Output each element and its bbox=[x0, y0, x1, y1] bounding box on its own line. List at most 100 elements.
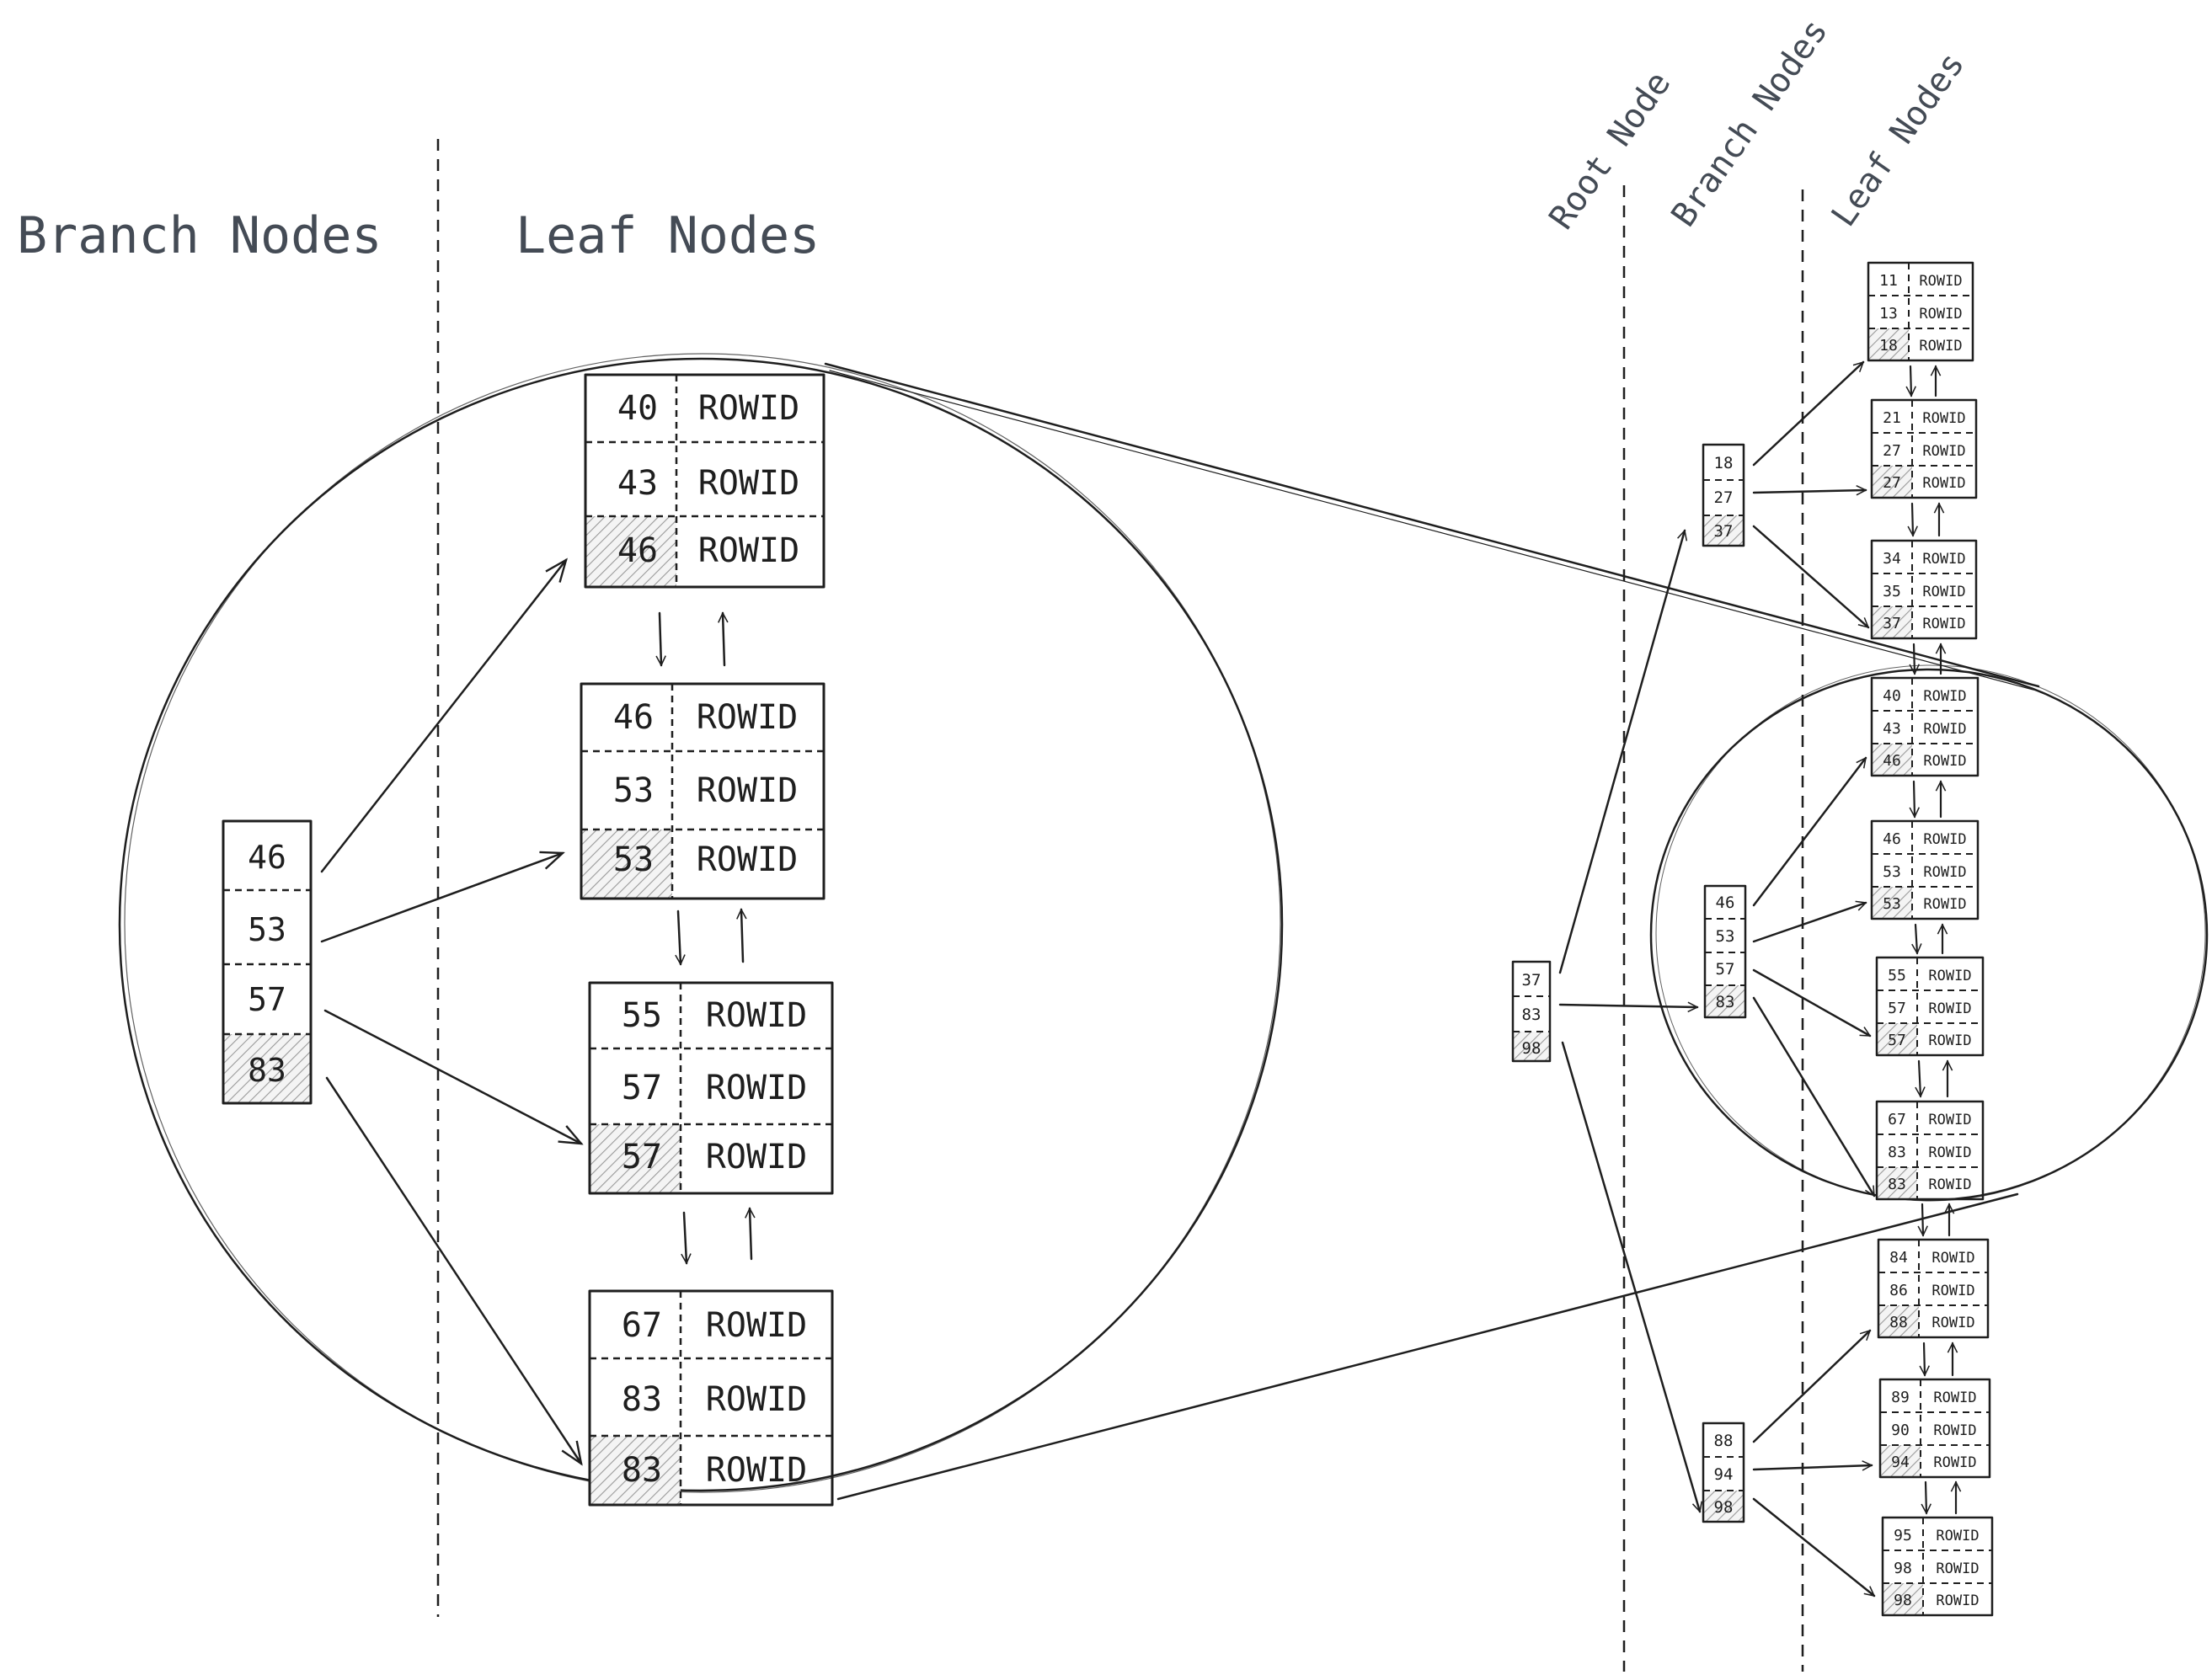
branch-arrow bbox=[1752, 360, 1863, 467]
zoom-leaf-node: 55 57 57 ROWID ROWID ROWID bbox=[588, 981, 834, 1195]
branch-node: 88 94 98 bbox=[1702, 1422, 1745, 1523]
leaf-next-arrow bbox=[1919, 1059, 1921, 1096]
leaf-key: 89 bbox=[1891, 1389, 1910, 1406]
zoom-leaf-rowid: ROWID bbox=[697, 698, 798, 737]
root-arrow bbox=[1558, 531, 1685, 974]
branch-nodes-heading: Branch Nodes bbox=[1664, 13, 1835, 234]
leaf-key: 37 bbox=[1883, 615, 1901, 632]
zoom-leaf-key: 53 bbox=[613, 771, 654, 810]
zoom-leaf-node: 40 43 46 ROWID ROWID ROWID bbox=[584, 373, 825, 589]
leaf-rowid: ROWID bbox=[1923, 688, 1966, 705]
leaf-key: 86 bbox=[1889, 1282, 1908, 1299]
tree-sibling-arrows bbox=[1910, 366, 1956, 1513]
leaf-rowid: ROWID bbox=[1923, 896, 1966, 913]
branch-arrow bbox=[1752, 1329, 1872, 1443]
branch-key: 18 bbox=[1714, 454, 1734, 472]
leaf-next-arrow bbox=[1915, 923, 1917, 953]
branch-arrows bbox=[1752, 360, 1876, 1598]
leaf-rowid: ROWID bbox=[1928, 1144, 1971, 1161]
branch-arrow bbox=[1752, 490, 1866, 493]
leaf-node: 11 13 18 ROWID ROWID ROWID bbox=[1867, 261, 1974, 362]
leaf-rowid: ROWID bbox=[1928, 1000, 1971, 1017]
branch-key: 94 bbox=[1714, 1465, 1734, 1484]
leaf-rowid: ROWID bbox=[1922, 551, 1965, 568]
zoom-prev-arrow bbox=[750, 1208, 751, 1261]
branch-key: 27 bbox=[1714, 488, 1734, 507]
leaf-rowid: ROWID bbox=[1922, 475, 1965, 492]
leaf-key: 21 bbox=[1883, 409, 1901, 427]
leaf-key: 83 bbox=[1888, 1144, 1906, 1161]
leaf-next-arrow bbox=[1924, 1342, 1925, 1375]
zoom-branch-arrows bbox=[320, 560, 581, 1464]
leaf-rowid: ROWID bbox=[1922, 584, 1965, 600]
leaf-rowid: ROWID bbox=[1922, 616, 1965, 632]
focus-ellipse-sketch bbox=[1655, 664, 2206, 1202]
zoom-branch-hatch bbox=[223, 1034, 311, 1103]
leaf-key: 46 bbox=[1883, 752, 1901, 770]
leaf-key: 35 bbox=[1883, 583, 1901, 600]
branch-key: 37 bbox=[1714, 522, 1734, 541]
leaf-node: 95 98 98 ROWID ROWID ROWID bbox=[1881, 1516, 1994, 1617]
leaf-rowid: ROWID bbox=[1919, 273, 1962, 290]
leaf-key: 13 bbox=[1879, 305, 1898, 323]
zoom-connector-top bbox=[824, 362, 2040, 688]
zoom-leaf-rowid: ROWID bbox=[698, 464, 799, 503]
zoom-next-arrow bbox=[684, 1211, 687, 1263]
branch-arrow bbox=[1752, 968, 1870, 1038]
leaf-key: 94 bbox=[1891, 1454, 1910, 1471]
zoom-branch-key: 57 bbox=[248, 981, 286, 1018]
leaf-key: 98 bbox=[1894, 1560, 1912, 1577]
zoom-branch-node: 46 53 57 83 bbox=[222, 819, 313, 1105]
leaf-next-arrow bbox=[1910, 365, 1911, 396]
tree-leaves: 11 13 18 ROWID ROWID ROWID 21 27 27 ROWI… bbox=[1867, 261, 1994, 1617]
zoom-leaf-node: 46 53 53 ROWID ROWID ROWID bbox=[580, 682, 825, 900]
root-node: 37 83 98 bbox=[1511, 960, 1552, 1063]
root-node-heading: Root Node bbox=[1542, 65, 1679, 237]
leaf-key: 57 bbox=[1888, 1000, 1906, 1017]
branch-key: 57 bbox=[1716, 960, 1735, 979]
leaf-rowid: ROWID bbox=[1933, 1390, 1976, 1406]
leaf-rowid: ROWID bbox=[1923, 864, 1966, 881]
branch-arrow bbox=[1752, 1465, 1872, 1470]
leaf-key: 88 bbox=[1889, 1314, 1908, 1331]
zoom-next-arrow bbox=[678, 910, 681, 964]
leaf-node: 55 57 57 ROWID ROWID ROWID bbox=[1875, 956, 1985, 1057]
zoom-branch-heading: Branch Nodes bbox=[17, 206, 382, 265]
leaf-rowid: ROWID bbox=[1931, 1283, 1974, 1299]
zoom-ellipse-sketch bbox=[124, 353, 1281, 1493]
branch-key: 46 bbox=[1716, 894, 1735, 912]
branch-arrow bbox=[1752, 996, 1876, 1196]
leaf-key: 46 bbox=[1883, 830, 1901, 848]
zoom-leaf-key: 67 bbox=[622, 1306, 662, 1345]
leaf-rowid: ROWID bbox=[1922, 410, 1965, 427]
zoom-branch-key: 46 bbox=[248, 839, 286, 876]
zoom-leaf-rowid: ROWID bbox=[706, 1306, 807, 1345]
leaf-key: 53 bbox=[1883, 895, 1901, 913]
leaf-rowid: ROWID bbox=[1919, 306, 1962, 323]
branch-node: 46 53 57 83 bbox=[1703, 884, 1747, 1019]
leaf-next-arrow bbox=[1922, 1203, 1923, 1235]
zoom-leaf-rowid: ROWID bbox=[706, 996, 807, 1035]
zoom-leaf-rowid: ROWID bbox=[698, 531, 799, 570]
leaf-rowid: ROWID bbox=[1923, 721, 1966, 738]
leaf-next-arrow bbox=[1912, 502, 1913, 536]
zoom-branch-arrow bbox=[325, 1076, 581, 1464]
zoom-connector-bottom bbox=[836, 1192, 2019, 1501]
leaf-key: 95 bbox=[1894, 1527, 1912, 1544]
zoom-leaf-rowid: ROWID bbox=[698, 389, 799, 428]
branch-key: 53 bbox=[1716, 927, 1735, 946]
root-arrow bbox=[1558, 1005, 1697, 1007]
leaf-key: 43 bbox=[1883, 720, 1901, 738]
leaf-key: 27 bbox=[1883, 474, 1901, 492]
zoom-leaf-rowid: ROWID bbox=[697, 840, 798, 879]
branch-node: 18 27 37 bbox=[1702, 443, 1745, 547]
zoom-leaf-key: 57 bbox=[622, 1069, 662, 1107]
leaf-key: 55 bbox=[1888, 967, 1906, 984]
leaf-rowid: ROWID bbox=[1936, 1528, 1979, 1544]
zoom-branch-arrow bbox=[320, 853, 563, 943]
leaf-key: 11 bbox=[1879, 272, 1898, 290]
leaf-key: 40 bbox=[1883, 687, 1901, 705]
zoom-branch-frame bbox=[222, 819, 313, 1105]
leaf-rowid: ROWID bbox=[1923, 831, 1966, 848]
zoom-leaf-rowid: ROWID bbox=[706, 1380, 807, 1419]
